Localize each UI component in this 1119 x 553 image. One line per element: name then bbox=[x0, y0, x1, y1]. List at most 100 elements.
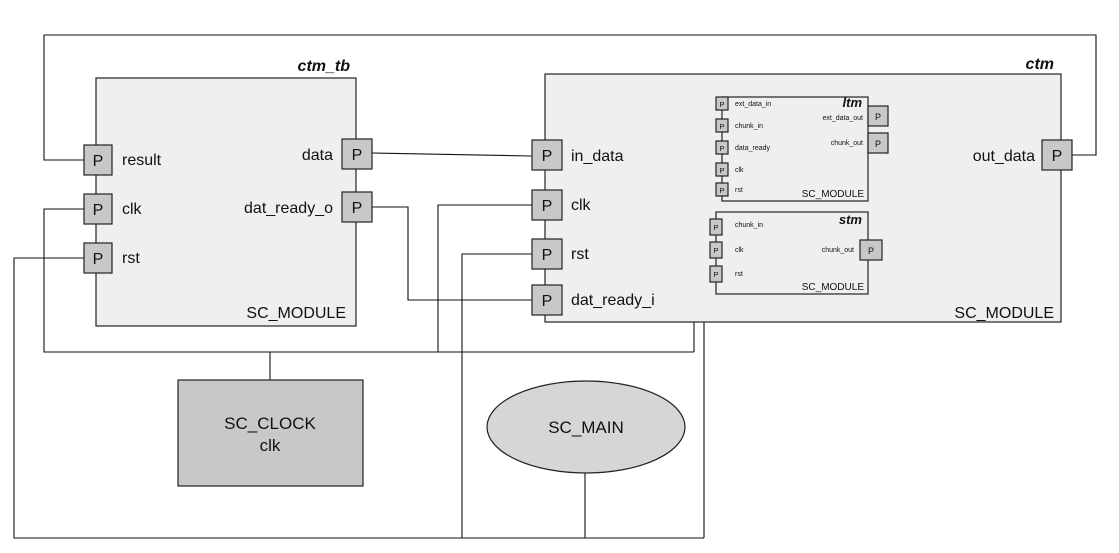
port-glyph: P bbox=[875, 112, 881, 122]
port-ext-data-out[interactable]: P ext_data_out bbox=[823, 105, 889, 127]
port-glyph: P bbox=[713, 270, 718, 279]
port-rst-stm[interactable]: P rst bbox=[709, 265, 743, 283]
port-result[interactable]: P result bbox=[83, 144, 162, 176]
port-clk-ctm[interactable]: P clk bbox=[531, 189, 592, 221]
port-box bbox=[715, 96, 729, 111]
port-label-rst: rst bbox=[735, 187, 743, 194]
module-ctm-tb-box bbox=[95, 77, 357, 327]
port-box bbox=[1041, 139, 1073, 171]
port-glyph: P bbox=[719, 100, 724, 109]
port-clk-tb[interactable]: P clk bbox=[83, 193, 143, 225]
port-box bbox=[715, 162, 729, 177]
wire-clk-tb bbox=[43, 208, 694, 353]
wire-data-to-in-data bbox=[371, 152, 533, 157]
module-ctm-tb-kind: SC_MODULE bbox=[246, 305, 346, 322]
port-box bbox=[341, 191, 373, 223]
port-ext-data-in[interactable]: P ext_data_in bbox=[715, 96, 771, 111]
port-rst-ltm[interactable]: P rst bbox=[715, 182, 743, 197]
sc-clock-signal: clk bbox=[260, 436, 281, 455]
port-box bbox=[531, 284, 563, 316]
port-chunk-out-ltm[interactable]: P chunk_out bbox=[831, 132, 889, 154]
port-glyph: P bbox=[93, 202, 104, 219]
wire-out-data-to-result bbox=[43, 34, 1097, 161]
port-label-result: result bbox=[122, 152, 162, 169]
port-box bbox=[83, 193, 113, 225]
port-label-ext-data-out: ext_data_out bbox=[823, 115, 864, 122]
module-ctm[interactable]: ctm SC_MODULE P in_data P clk P rst P da… bbox=[531, 56, 1073, 323]
port-glyph: P bbox=[93, 251, 104, 268]
wire-dat-ready bbox=[372, 206, 532, 301]
port-rst-tb[interactable]: P rst bbox=[83, 242, 140, 274]
port-label-chunk-in: chunk_in bbox=[735, 222, 763, 229]
port-label-rst: rst bbox=[735, 271, 743, 278]
port-out-data[interactable]: P out_data bbox=[973, 139, 1073, 171]
port-rst-ctm[interactable]: P rst bbox=[531, 238, 589, 270]
module-ctm-kind: SC_MODULE bbox=[954, 305, 1054, 322]
port-box bbox=[867, 132, 889, 154]
port-glyph: P bbox=[1052, 148, 1063, 165]
port-box bbox=[715, 182, 729, 197]
port-label-rst: rst bbox=[571, 246, 589, 263]
port-box bbox=[531, 139, 563, 171]
module-ctm-tb-title: ctm_tb bbox=[298, 58, 351, 75]
port-label-clk: clk bbox=[122, 201, 143, 218]
sc-clock-title: SC_CLOCK bbox=[224, 414, 316, 433]
port-glyph: P bbox=[352, 147, 363, 164]
submodule-stm-kind: SC_MODULE bbox=[802, 282, 865, 293]
port-glyph: P bbox=[719, 186, 724, 195]
port-box bbox=[867, 105, 889, 127]
wire-clk-ctm bbox=[437, 204, 532, 352]
port-glyph: P bbox=[542, 198, 553, 215]
port-chunk-in-stm[interactable]: P chunk_in bbox=[709, 218, 763, 236]
sc-clock-box bbox=[177, 379, 364, 487]
port-label-ext-data-in: ext_data_in bbox=[735, 101, 771, 108]
port-data[interactable]: P data bbox=[302, 138, 373, 170]
port-label-data-ready: data_ready bbox=[735, 145, 771, 152]
port-label-clk: clk bbox=[571, 197, 592, 214]
port-label-chunk-out: chunk_out bbox=[831, 140, 863, 147]
sc-main-block[interactable]: SC_MAIN bbox=[486, 380, 686, 474]
module-ctm-tb[interactable]: ctm_tb SC_MODULE P result P clk P rst P … bbox=[83, 58, 373, 327]
port-label-data: data bbox=[302, 147, 333, 164]
submodule-stm-title: stm bbox=[839, 212, 863, 227]
port-label-in-data: in_data bbox=[571, 148, 624, 165]
sc-main-label: SC_MAIN bbox=[548, 418, 624, 437]
port-box bbox=[709, 265, 723, 283]
submodule-ltm-title: ltm bbox=[843, 95, 863, 110]
submodule-stm[interactable]: stm SC_MODULE P chunk_in P clk P rst P c… bbox=[709, 211, 883, 295]
port-in-data[interactable]: P in_data bbox=[531, 139, 624, 171]
port-box bbox=[709, 241, 723, 259]
port-glyph: P bbox=[713, 246, 718, 255]
port-box bbox=[531, 238, 563, 270]
sc-clock-block[interactable]: SC_CLOCK clk bbox=[177, 379, 364, 487]
submodule-ltm-kind: SC_MODULE bbox=[802, 189, 865, 200]
port-clk-ltm[interactable]: P clk bbox=[715, 162, 744, 177]
port-box bbox=[341, 138, 373, 170]
port-dat-ready-i[interactable]: P dat_ready_i bbox=[531, 284, 655, 316]
port-box bbox=[859, 239, 883, 261]
module-ctm-title: ctm bbox=[1026, 56, 1054, 73]
port-glyph: P bbox=[93, 153, 104, 170]
port-data-ready[interactable]: P data_ready bbox=[715, 140, 771, 155]
port-chunk-in-ltm[interactable]: P chunk_in bbox=[715, 118, 763, 133]
port-label-chunk-in: chunk_in bbox=[735, 123, 763, 130]
port-glyph: P bbox=[868, 246, 874, 256]
port-glyph: P bbox=[542, 293, 553, 310]
port-clk-stm[interactable]: P clk bbox=[709, 241, 744, 259]
port-box bbox=[83, 144, 113, 176]
port-label-dat-ready-o: dat_ready_o bbox=[244, 200, 333, 217]
port-label-chunk-out: chunk_out bbox=[822, 247, 854, 254]
port-chunk-out-stm[interactable]: P chunk_out bbox=[822, 239, 883, 261]
submodule-ltm[interactable]: ltm SC_MODULE P ext_data_in P chunk_in P… bbox=[715, 95, 889, 202]
port-glyph: P bbox=[352, 200, 363, 217]
port-label-out-data: out_data bbox=[973, 148, 1035, 165]
wire-rst-tb bbox=[13, 257, 704, 539]
port-box bbox=[715, 118, 729, 133]
port-dat-ready-o[interactable]: P dat_ready_o bbox=[244, 191, 373, 223]
sc-main-ellipse bbox=[486, 380, 686, 474]
port-glyph: P bbox=[719, 144, 724, 153]
port-glyph: P bbox=[713, 223, 718, 232]
port-box bbox=[709, 218, 723, 236]
port-label-clk: clk bbox=[735, 247, 744, 254]
